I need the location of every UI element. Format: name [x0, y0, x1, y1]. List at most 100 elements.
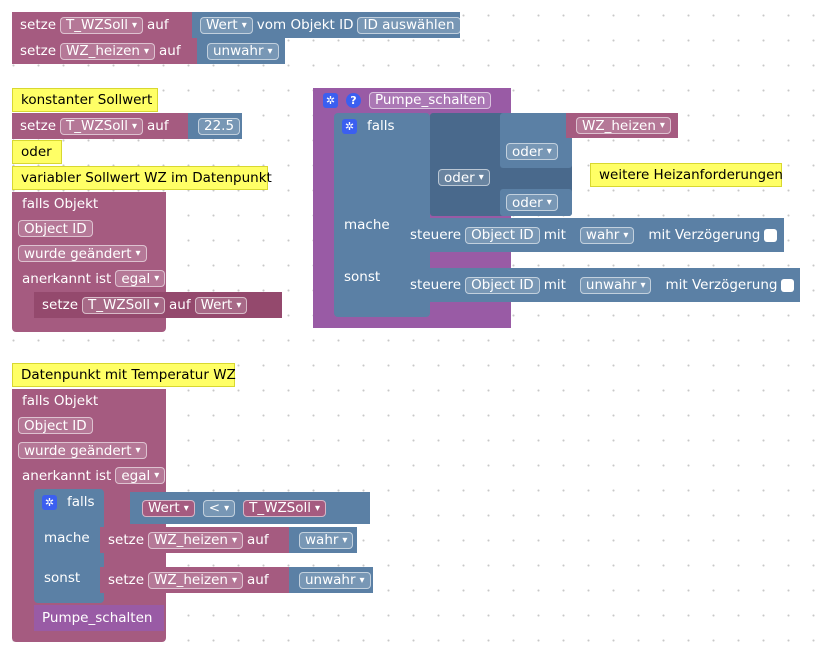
if-object-label: falls Objekt: [22, 196, 99, 212]
compare-block[interactable]: Wert < T_WZSoll: [130, 492, 370, 524]
bool-block-true[interactable]: wahr: [289, 527, 357, 553]
operator-dropdown[interactable]: oder: [506, 194, 558, 211]
bool-dropdown[interactable]: wahr: [579, 226, 635, 244]
comment-text: konstanter Sollwert: [21, 92, 153, 108]
to-label: auf: [147, 17, 169, 33]
else-label: sonst: [44, 570, 81, 586]
comment-temp[interactable]: Datenpunkt mit Temperatur WZ: [12, 363, 236, 387]
do-label: mache: [44, 530, 90, 546]
var-get-wz-heizen[interactable]: WZ_heizen: [566, 113, 678, 138]
or-block-inner-2[interactable]: oder: [500, 189, 572, 216]
set-block-nested[interactable]: setze T_WZSoll auf Wert: [34, 292, 282, 318]
input-slot: [566, 227, 576, 244]
bool-dropdown[interactable]: unwahr: [299, 571, 371, 589]
to-label: auf: [158, 43, 181, 59]
set-label: setze: [42, 297, 79, 313]
function-name-field[interactable]: Pumpe_schalten: [369, 91, 492, 109]
object-id-button[interactable]: Object ID: [465, 276, 540, 294]
get-value-block[interactable]: Wert vom Objekt ID ID auswählen: [192, 12, 461, 38]
input-slot: [566, 277, 576, 294]
ack-dropdown[interactable]: egal: [115, 270, 166, 287]
do-label: mache: [344, 217, 390, 233]
function-call-label: Pumpe_schalten: [42, 610, 153, 626]
to-label: auf: [169, 297, 191, 313]
set-label: setze: [108, 572, 145, 588]
value-dropdown[interactable]: Wert: [194, 296, 248, 314]
to-label: auf: [246, 572, 269, 588]
if-block-heat[interactable]: ✲ falls mache sonst: [34, 489, 104, 603]
set-label: setze: [20, 17, 57, 33]
else-label: sonst: [344, 269, 381, 285]
set-block-true[interactable]: setze WZ_heizen auf: [100, 527, 290, 553]
comparison-dropdown[interactable]: <: [202, 499, 236, 517]
call-function-block[interactable]: Pumpe_schalten: [34, 605, 164, 631]
with-label: mit: [543, 227, 566, 243]
set-label: setze: [20, 118, 57, 134]
variable-dropdown[interactable]: T_WZSoll: [243, 499, 327, 517]
comment-variable[interactable]: variabler Sollwert WZ im Datenpunkt: [12, 166, 272, 190]
gear-icon[interactable]: ✲: [342, 118, 357, 134]
number-block[interactable]: 22.5: [188, 113, 242, 139]
with-label: mit: [543, 277, 566, 293]
changed-dropdown[interactable]: wurde geändert: [18, 245, 147, 262]
variable-dropdown[interactable]: T_WZSoll: [60, 16, 143, 34]
delay-checkbox[interactable]: [781, 278, 795, 292]
comment-text: oder: [21, 144, 52, 160]
set-block-t-wzsoll-top[interactable]: setze T_WZSoll auf: [12, 12, 197, 38]
object-id-button[interactable]: Object ID: [18, 220, 93, 237]
set-label: setze: [108, 532, 145, 548]
bool-block-false[interactable]: unwahr: [289, 567, 373, 593]
object-id-button[interactable]: Object ID: [465, 226, 540, 244]
set-label: setze: [20, 43, 57, 59]
of-object-label: vom Objekt ID: [256, 17, 354, 33]
set-block-wz-heizen-top[interactable]: setze WZ_heizen auf: [12, 38, 197, 64]
bool-dropdown[interactable]: unwahr: [579, 276, 652, 294]
value-dropdown[interactable]: Wert: [142, 499, 195, 517]
control-label: steuere: [410, 277, 462, 293]
select-id-button[interactable]: ID auswählen: [357, 16, 461, 34]
gear-icon[interactable]: ✲: [323, 92, 338, 108]
comment-oder[interactable]: oder: [12, 140, 62, 164]
if-label: falls: [367, 118, 395, 134]
object-id-button[interactable]: Object ID: [18, 417, 93, 434]
help-icon[interactable]: ?: [346, 92, 361, 108]
gear-icon[interactable]: ✲: [42, 494, 57, 510]
acknowledged-label: anerkannt ist: [22, 467, 112, 484]
trigger-block-1[interactable]: falls Objekt Object ID wurde geändert an…: [12, 192, 166, 332]
if-object-label: falls Objekt: [22, 393, 99, 409]
variable-dropdown[interactable]: WZ_heizen: [148, 531, 243, 549]
delay-label: mit Verzögerung: [665, 277, 778, 293]
control-block-true[interactable]: steuere Object ID mit wahr mit Verzögeru…: [400, 218, 784, 252]
ack-dropdown[interactable]: egal: [115, 467, 166, 484]
variable-dropdown[interactable]: T_WZSoll: [60, 117, 143, 135]
number-field[interactable]: 22.5: [198, 117, 241, 135]
delay-checkbox[interactable]: [764, 228, 778, 242]
comment-other-heat[interactable]: weitere Heizanforderungen: [590, 163, 783, 187]
comment-text: Datenpunkt mit Temperatur WZ: [21, 367, 236, 383]
variable-dropdown[interactable]: WZ_heizen: [576, 117, 671, 134]
set-block-const[interactable]: setze T_WZSoll auf: [12, 113, 192, 139]
value-dropdown[interactable]: Wert: [200, 16, 253, 34]
operator-dropdown[interactable]: oder: [506, 143, 558, 160]
operator-dropdown[interactable]: oder: [438, 169, 490, 186]
control-label: steuere: [410, 227, 462, 243]
acknowledged-label: anerkannt ist: [22, 270, 112, 287]
to-label: auf: [246, 532, 269, 548]
delay-label: mit Verzögerung: [648, 227, 761, 243]
input-slot: [655, 277, 665, 294]
variable-dropdown[interactable]: WZ_heizen: [148, 571, 243, 589]
variable-dropdown[interactable]: T_WZSoll: [82, 296, 165, 314]
bool-block[interactable]: unwahr: [197, 38, 285, 64]
bool-dropdown[interactable]: unwahr: [207, 42, 279, 60]
variable-dropdown[interactable]: WZ_heizen: [60, 42, 155, 60]
set-block-false[interactable]: setze WZ_heizen auf: [100, 567, 290, 593]
control-block-false[interactable]: steuere Object ID mit unwahr mit Verzöge…: [400, 268, 800, 302]
or-block-inner[interactable]: oder: [500, 113, 572, 168]
input-slot: [638, 227, 648, 244]
if-label: falls: [67, 494, 95, 510]
changed-dropdown[interactable]: wurde geändert: [18, 442, 147, 459]
comment-const[interactable]: konstanter Sollwert: [12, 88, 158, 112]
to-label: auf: [147, 118, 169, 134]
comment-text: variabler Sollwert WZ im Datenpunkt: [21, 170, 272, 186]
bool-dropdown[interactable]: wahr: [299, 531, 354, 549]
